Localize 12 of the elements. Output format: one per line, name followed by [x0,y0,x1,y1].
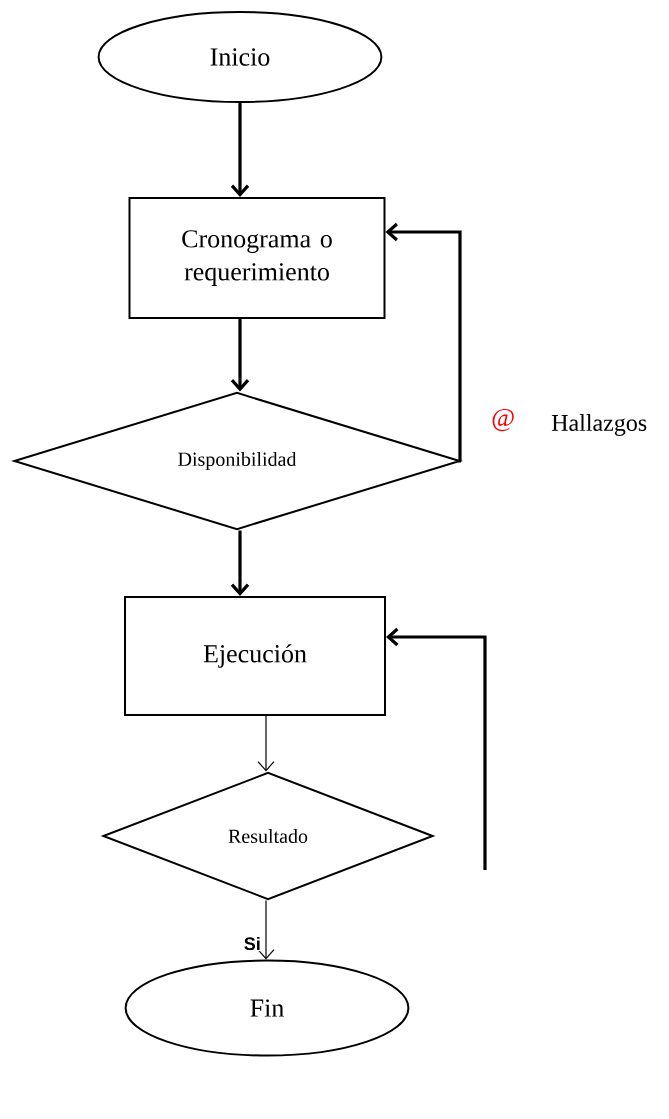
edge-label: Si [244,936,260,951]
arrow [385,222,463,463]
process-box: Cronograma o requerimiento [128,197,386,319]
arrow [230,319,250,392]
arrow [230,530,250,596]
arrow [257,715,275,772]
arrow [257,899,275,960]
arrow [386,627,487,870]
label-text: Hallazgos [551,414,647,436]
at-sign: @ [492,408,514,432]
process-box: Ejecución [124,596,386,716]
arrow [230,103,250,197]
